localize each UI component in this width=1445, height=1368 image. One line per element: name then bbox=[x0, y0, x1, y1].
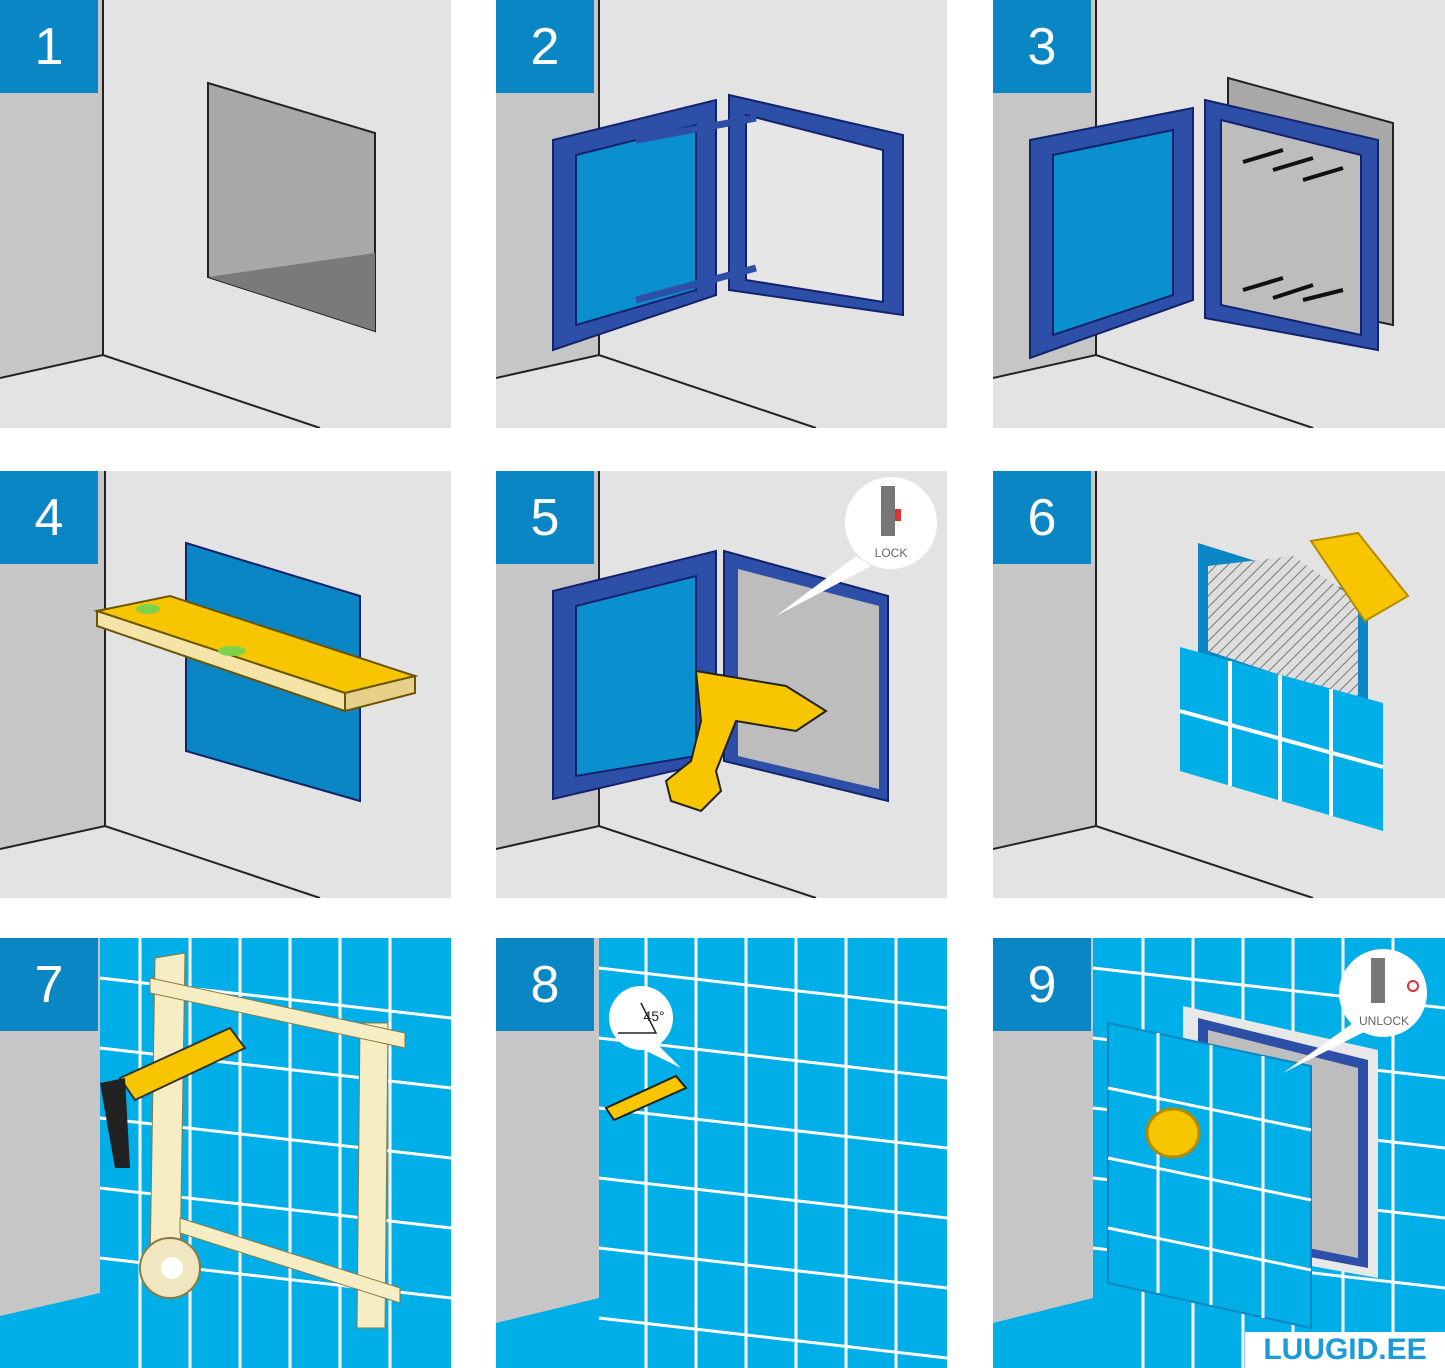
step-8-panel: 45° 8 bbox=[496, 938, 947, 1368]
tiled-door-unlock-illustration: UNLOCK bbox=[993, 938, 1445, 1368]
angle-callout-bubble bbox=[609, 986, 673, 1050]
unlock-label: UNLOCK bbox=[1359, 1014, 1409, 1028]
step-number-badge: 2 bbox=[496, 0, 594, 93]
step-number-badge: 9 bbox=[993, 938, 1091, 1031]
step-number-badge: 7 bbox=[0, 938, 98, 1031]
cut-tiles-illustration: 45° bbox=[496, 938, 947, 1368]
step-number-badge: 5 bbox=[496, 471, 594, 564]
step-3-panel: 3 bbox=[993, 0, 1445, 428]
step-number-badge: 1 bbox=[0, 0, 98, 93]
wall-opening-illustration bbox=[0, 0, 376, 428]
step-7-panel: 7 bbox=[0, 938, 451, 1368]
drill-screws-illustration: LOCK bbox=[496, 471, 937, 898]
lock-label: LOCK bbox=[875, 546, 908, 560]
step-5-panel: LOCK 5 bbox=[496, 471, 947, 898]
tile-adhesive-illustration bbox=[993, 471, 1410, 898]
insert-frame-illustration bbox=[993, 0, 1394, 428]
step-1-panel: 1 bbox=[0, 0, 451, 428]
step-number-badge: 3 bbox=[993, 0, 1091, 93]
step-2-panel: 2 bbox=[496, 0, 947, 428]
angle-label: 45° bbox=[643, 1008, 664, 1024]
seal-joints-illustration bbox=[0, 938, 451, 1368]
step-6-panel: 6 bbox=[993, 471, 1445, 898]
step-number-badge: 6 bbox=[993, 471, 1091, 564]
step-number-badge: 8 bbox=[496, 938, 594, 1031]
step-number-badge: 4 bbox=[0, 471, 98, 564]
access-door-frame-illustration bbox=[496, 0, 904, 428]
step-9-panel: UNLOCK 9 LUUGID.EE bbox=[993, 938, 1445, 1368]
step-4-panel: 4 bbox=[0, 471, 451, 898]
brand-logo-text: LUUGID.EE bbox=[1245, 1332, 1445, 1368]
level-check-illustration bbox=[0, 471, 419, 898]
